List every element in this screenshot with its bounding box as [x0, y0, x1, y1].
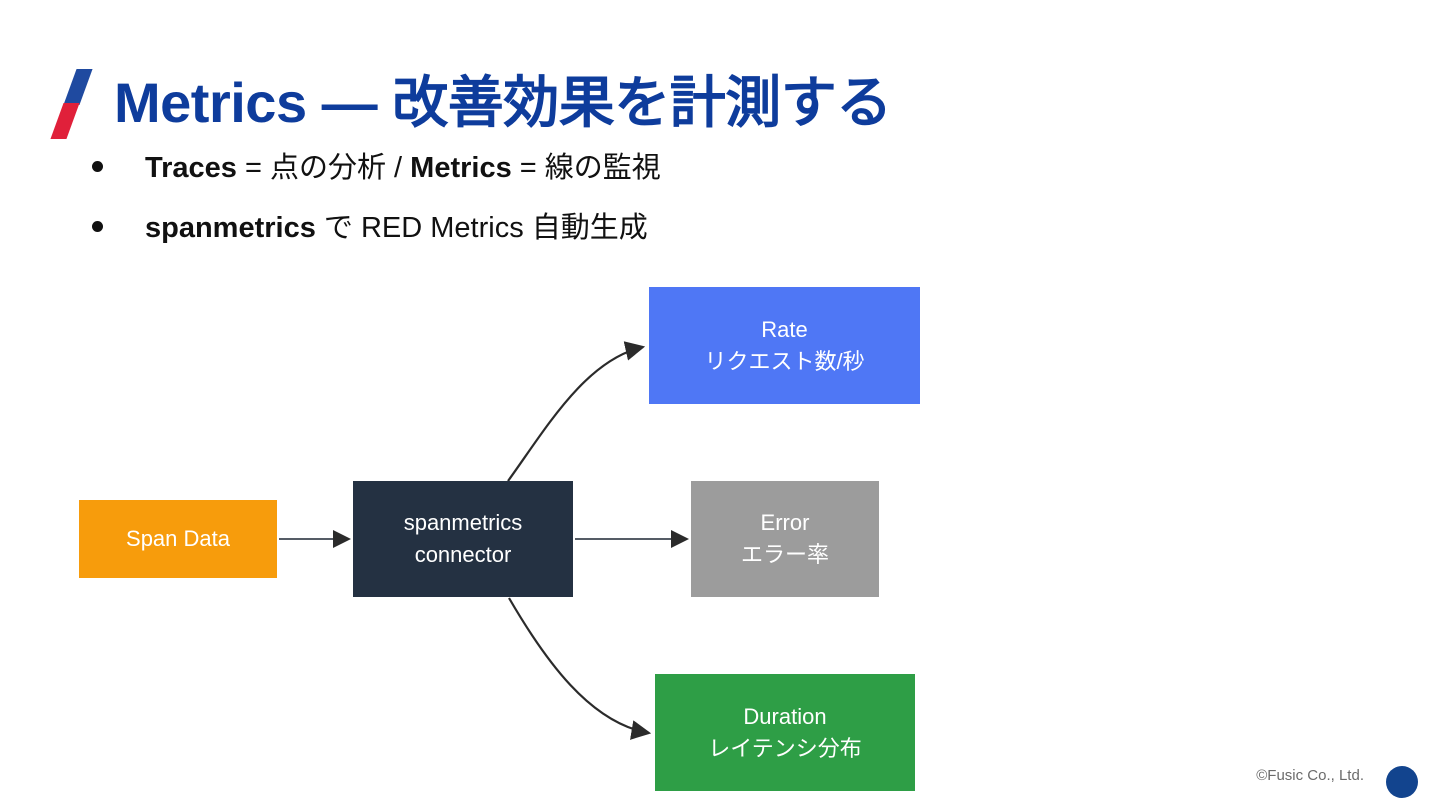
list-item: spanmetrics で RED Metrics 自動生成 [92, 210, 1192, 248]
bullet-dot-icon [92, 161, 103, 172]
bullet-item-2-text: spanmetrics で RED Metrics 自動生成 [145, 210, 648, 248]
node-error-label-line1: Error [760, 510, 810, 536]
node-connector-label-line2: connector [414, 542, 512, 567]
bullet-1-tail: = 線の監視 [511, 152, 661, 184]
node-duration-label-line2: レイテンシ分布 [708, 735, 862, 761]
bullet-1-mid: = 点の分析 / [236, 152, 411, 184]
diagram-node-span-data[interactable]: Span Data [79, 500, 277, 578]
node-connector-label-line1: spanmetrics [403, 510, 523, 536]
bullet-1-term-metrics: Metrics [410, 152, 512, 184]
footer-copyright: ©Fusic Co., Ltd. [1256, 767, 1364, 784]
page-title: Metrics — 改善効果を計測する [50, 62, 892, 144]
bullet-2-term-spanmetrics: spanmetrics [145, 211, 316, 244]
fusic-dot-icon [1386, 766, 1418, 798]
diagram-node-duration[interactable]: Duration レイテンシ分布 [655, 674, 915, 791]
bullet-2-tail: で RED Metrics 自動生成 [315, 211, 648, 244]
bullet-item-1-text: Traces = 点の分析 / Metrics = 線の監視 [145, 150, 661, 188]
node-error-label-line2: エラー率 [740, 542, 829, 567]
edge-connector-to-duration [508, 597, 652, 740]
diagram-node-spanmetrics-connector[interactable]: spanmetrics connector [353, 481, 573, 597]
bullet-1-term-traces: Traces [145, 152, 237, 184]
list-item: Traces = 点の分析 / Metrics = 線の監視 [92, 150, 1192, 188]
node-span-data-label: Span Data [126, 526, 230, 552]
bullet-list: Traces = 点の分析 / Metrics = 線の監視 spanmetri… [92, 150, 1192, 269]
diagram-node-error[interactable]: Error エラー率 [691, 481, 879, 597]
edge-connector-to-rate [507, 341, 646, 482]
node-rate-label-line2: リクエスト数/秒 [704, 348, 865, 374]
node-rate-label-line1: Rate [761, 316, 808, 342]
node-duration-label-line1: Duration [743, 703, 827, 729]
page-title-text: Metrics — 改善効果を計測する [114, 71, 892, 134]
bullet-dot-icon [92, 220, 103, 232]
diagram-node-rate[interactable]: Rate リクエスト数/秒 [649, 287, 920, 404]
